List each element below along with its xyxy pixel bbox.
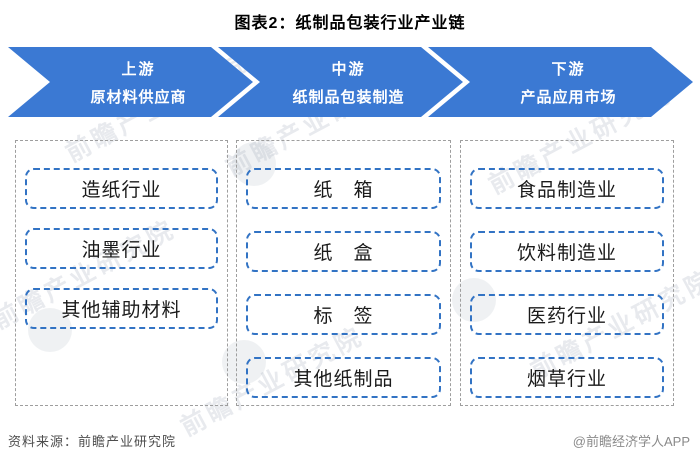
downstream-desc-label: 产品应用市场 [520, 88, 617, 106]
list-item: 医药行业 [470, 294, 664, 335]
list-item: 纸 箱 [246, 168, 441, 209]
list-item: 饮料制造业 [470, 231, 664, 272]
midstream-desc-label: 纸制品包装制造 [292, 88, 405, 106]
list-item: 造纸行业 [25, 168, 218, 209]
list-item: 食品制造业 [470, 168, 664, 209]
figure-title: 图表2：纸制品包装行业产业链 [234, 15, 466, 32]
upstream-column: 造纸行业 油墨行业 其他辅助材料 [15, 140, 228, 406]
downstream-stage-label: 下游 [551, 60, 586, 78]
upstream-desc-label: 原材料供应商 [90, 88, 187, 106]
list-item: 标 签 [246, 294, 441, 335]
upstream-stage-label: 上游 [121, 60, 156, 78]
midstream-arrow-banner: 中游 纸制品包装制造 [218, 47, 463, 117]
downstream-column: 食品制造业 饮料制造业 医药行业 烟草行业 [460, 140, 674, 406]
list-item: 其他纸制品 [246, 357, 441, 398]
list-item: 其他辅助材料 [25, 288, 218, 329]
list-item: 烟草行业 [470, 357, 664, 398]
list-item: 纸 盒 [246, 231, 441, 272]
source-note: 资料来源：前瞻产业研究院 [8, 434, 177, 449]
midstream-stage-label: 中游 [331, 60, 366, 78]
upstream-arrow-banner: 上游 原材料供应商 [8, 47, 253, 117]
credit-note: @前瞻经济学人APP [572, 434, 690, 449]
list-item: 油墨行业 [25, 228, 218, 269]
midstream-column: 纸 箱 纸 盒 标 签 其他纸制品 [236, 140, 451, 406]
downstream-arrow-banner: 下游 产品应用市场 [428, 47, 693, 117]
